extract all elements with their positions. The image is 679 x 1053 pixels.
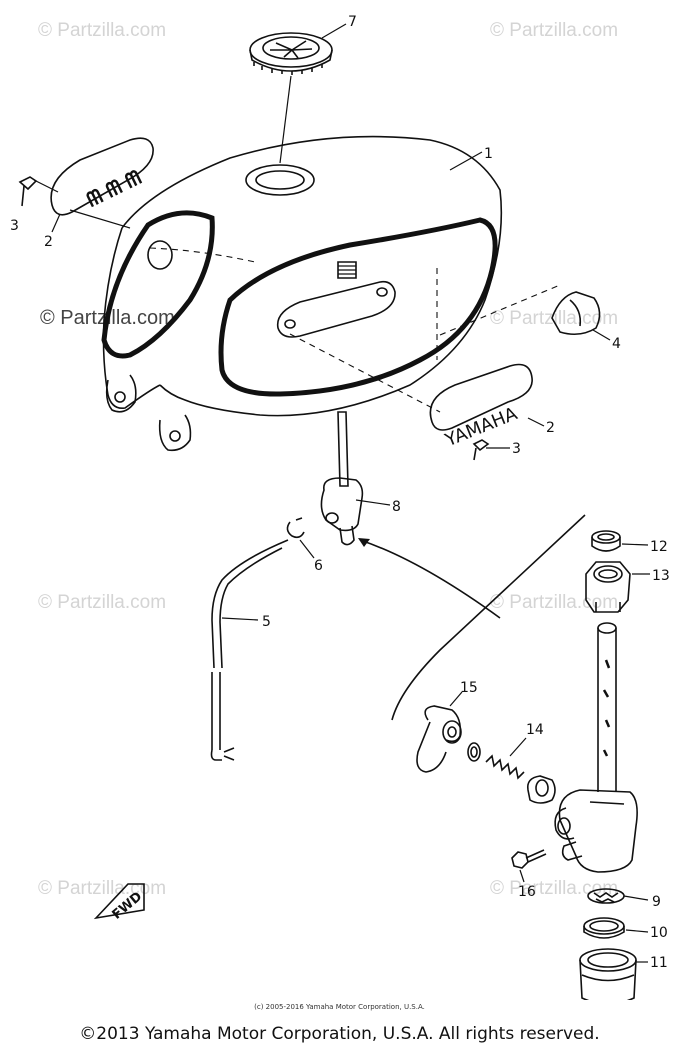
hose-clip [286,517,305,539]
lever-plunger [526,775,556,804]
callout-3-right: 3 [512,441,521,457]
callout-9: 9 [652,894,661,910]
callout-1: 1 [484,146,493,162]
small-copyright-notice: (c) 2005-2016 Yamaha Motor Corporation, … [254,1003,425,1011]
cock-screw [511,849,547,869]
watermark-middle-right: © Partzilla.com [490,308,619,329]
callout-8: 8 [392,499,401,515]
o-ring [583,917,625,939]
footer-copyright: ©2013 Yamaha Motor Corporation, U.S.A. A… [79,1024,600,1044]
forward-label: FWD [110,889,146,922]
fuel-hose [210,539,289,761]
watermark-top-left: © Partzilla.com [38,20,167,41]
callout-13: 13 [652,568,670,584]
callout-10: 10 [650,925,668,941]
detail-arrowhead [358,538,370,547]
fuel-cock-assembly [320,411,364,546]
callout-2-left: 2 [44,234,53,250]
cock-lever [416,705,462,773]
left-screw [18,176,38,207]
callout-3-left: 3 [10,218,19,234]
callout-14: 14 [526,722,544,738]
forward-direction-marker: FWD [93,883,146,923]
fuel-cup [579,948,637,1000]
fuel-filter [587,888,625,904]
callout-2-right: 2 [546,420,555,436]
right-emblem: YAMAHA [429,363,533,452]
callout-7: 7 [348,14,357,30]
side-damper [551,291,601,336]
exploded-view-drawing: ᗰ ᗰ ᗰ YAMAHA [10,14,670,1000]
watermark-bottom-right: © Partzilla.com [490,878,619,899]
fuel-cap [249,32,333,75]
right-emblem-lettering: YAMAHA [441,403,521,451]
fuel-tank [101,135,561,452]
watermark-lower-left: © Partzilla.com [38,592,167,613]
callout-5: 5 [262,614,271,630]
fuel-cock-body [554,789,638,873]
detail-arrow [359,539,501,619]
callout-6: 6 [314,558,323,574]
right-screw [472,439,490,461]
washer [591,530,621,552]
fuel-cock-pipe [597,622,617,792]
left-emblem: ᗰ ᗰ ᗰ [50,137,154,216]
watermark-top-right: © Partzilla.com [490,20,619,41]
union-nut [585,561,631,613]
lever-spring [485,754,525,780]
callout-16: 16 [518,884,536,900]
detail-boundary [391,514,586,721]
callout-12: 12 [650,539,668,555]
callout-15: 15 [460,680,478,696]
lever-o-ring [467,742,481,762]
callout-4: 4 [612,336,621,352]
left-emblem-lettering: ᗰ ᗰ ᗰ [83,165,145,212]
callout-11: 11 [650,955,668,971]
